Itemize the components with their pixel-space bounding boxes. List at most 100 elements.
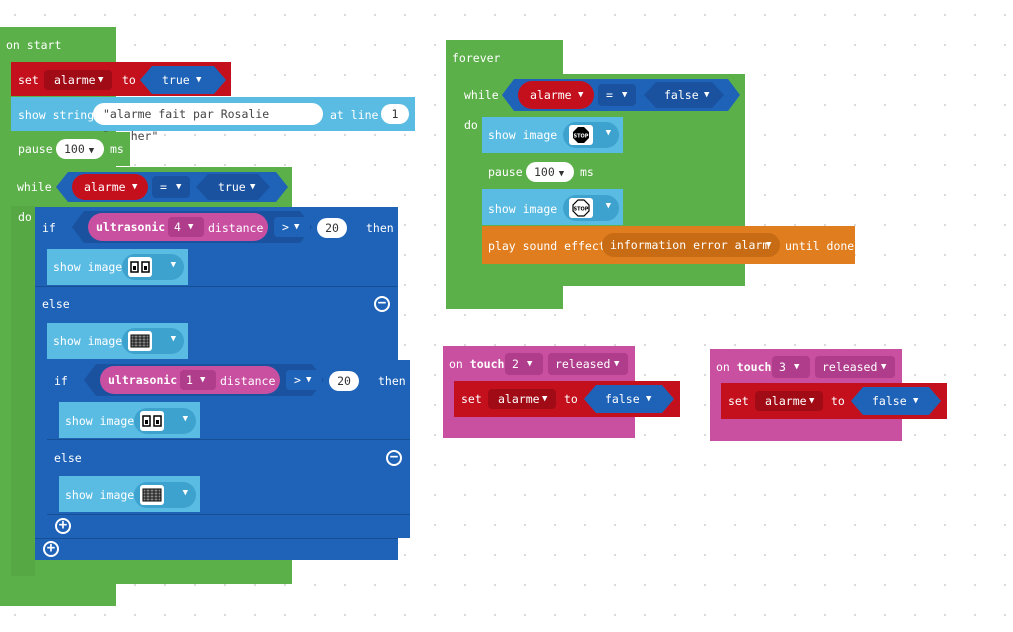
variable-name: alarme: [530, 88, 572, 102]
stop-sign-text: STOP: [574, 134, 589, 140]
chevron-down-icon: ▼: [605, 128, 611, 138]
remove-else-icon[interactable]: −: [374, 296, 390, 312]
on-touch-label: on touch: [449, 357, 504, 371]
line-number-input[interactable]: 1: [381, 104, 409, 124]
at-line-label: at line: [330, 108, 379, 122]
image-dropdown[interactable]: ▼: [122, 328, 184, 354]
on-start-label: on start: [6, 38, 62, 52]
event-dropdown[interactable]: released ▼: [815, 356, 895, 378]
pause-duration-dropdown[interactable]: 100▼: [526, 162, 574, 182]
pause-value: 100: [64, 142, 85, 156]
if-label: if: [42, 221, 56, 235]
if-label: if: [54, 374, 68, 388]
pin-dropdown[interactable]: 3 ▼: [772, 356, 810, 378]
alarme-variable[interactable]: alarme ▼: [518, 81, 594, 109]
chevron-down-icon: ▼: [794, 362, 800, 372]
boolean-value: true: [162, 73, 190, 87]
to-label: to: [122, 73, 136, 87]
on-label: on: [449, 357, 463, 371]
eyes-icon: [128, 257, 152, 277]
operator-dropdown[interactable]: > ▼: [274, 217, 310, 237]
boolean-false-dropdown[interactable]: false ▼: [851, 387, 941, 415]
pause-value: 100: [534, 165, 555, 179]
show-image-label: show image: [53, 334, 123, 348]
image-dropdown[interactable]: STOP ▼: [563, 195, 619, 221]
port-value: 1: [186, 373, 193, 387]
until-done-label: until done: [785, 239, 855, 253]
pin-value: 3: [779, 360, 786, 374]
variable-dropdown[interactable]: alarme ▼: [755, 391, 823, 411]
chevron-down-icon: ▼: [646, 394, 652, 404]
chevron-down-icon: ▼: [614, 359, 620, 369]
chevron-down-icon: ▼: [306, 375, 312, 385]
operator-value: >: [294, 373, 301, 387]
on-touch-label: on touch: [716, 360, 771, 374]
show-string-label: show string: [18, 108, 95, 122]
do-label: do: [464, 118, 478, 132]
image-dropdown[interactable]: STOP ▼: [563, 122, 619, 148]
image-dropdown[interactable]: ▼: [134, 408, 196, 434]
chevron-down-icon: ▼: [578, 90, 584, 100]
add-else-if-icon[interactable]: +: [55, 518, 71, 534]
touch-label: touch: [736, 360, 772, 374]
chevron-down-icon: ▼: [196, 75, 202, 85]
operator-dropdown[interactable]: > ▼: [286, 370, 322, 390]
boolean-false-dropdown[interactable]: false ▼: [644, 82, 724, 108]
forever-label: forever: [452, 51, 501, 65]
boolean-false-dropdown[interactable]: false ▼: [584, 385, 674, 413]
operator-value: >: [282, 220, 289, 234]
else-label: else: [54, 451, 82, 465]
touch-label: touch: [469, 357, 505, 371]
show-image-label: show image: [488, 128, 558, 142]
variable-dropdown[interactable]: alarme ▼: [44, 70, 112, 90]
show-image-label: show image: [53, 260, 123, 274]
sound-dropdown[interactable]: information error alarm ▼: [602, 233, 780, 257]
threshold-input[interactable]: 20: [329, 371, 359, 391]
variable-name: alarme: [84, 180, 126, 194]
chevron-down-icon: ▼: [294, 222, 300, 232]
remove-else-icon[interactable]: −: [386, 450, 402, 466]
add-else-if-icon[interactable]: +: [43, 541, 59, 557]
chevron-down-icon: ▼: [622, 90, 628, 100]
set-label: set: [18, 73, 39, 87]
chevron-down-icon: ▼: [132, 182, 138, 192]
seam-divider: [47, 514, 410, 515]
chevron-down-icon: ▼: [809, 396, 815, 406]
port-dropdown[interactable]: 4 ▼: [168, 217, 204, 237]
seam-divider: [35, 286, 398, 287]
pin-dropdown[interactable]: 2 ▼: [505, 353, 543, 375]
pin-value: 2: [512, 357, 519, 371]
eyes-icon: [140, 411, 164, 431]
while-label: while: [464, 88, 499, 102]
seam-divider: [35, 538, 398, 539]
boolean-true-dropdown[interactable]: true ▼: [196, 174, 270, 200]
variable-name: alarme: [765, 394, 807, 408]
alarme-variable[interactable]: alarme ▼: [72, 174, 148, 200]
threshold-input[interactable]: 20: [317, 218, 347, 238]
chevron-down-icon: ▼: [170, 334, 176, 344]
set-label: set: [461, 392, 482, 406]
boolean-value: true: [218, 180, 246, 194]
pause-label: pause: [488, 165, 523, 179]
port-dropdown[interactable]: 1 ▼: [180, 370, 216, 390]
variable-dropdown[interactable]: alarme ▼: [488, 389, 556, 409]
chevron-down-icon: ▼: [182, 488, 188, 498]
image-dropdown[interactable]: ▼: [122, 254, 184, 280]
event-dropdown[interactable]: released ▼: [548, 353, 628, 375]
variable-name: alarme: [498, 392, 540, 406]
event-value: released: [822, 360, 878, 374]
image-dropdown[interactable]: ▼: [134, 482, 196, 508]
stop-sign-icon: STOP: [569, 125, 593, 145]
operator-dropdown[interactable]: = ▼: [598, 84, 636, 106]
operator-value: =: [606, 88, 613, 102]
pause-duration-dropdown[interactable]: 100▼: [56, 139, 104, 159]
chevron-down-icon: ▼: [176, 182, 182, 192]
pause-unit: ms: [110, 142, 124, 156]
pause-label: pause: [18, 142, 53, 156]
boolean-true-dropdown[interactable]: true ▼: [140, 66, 226, 94]
operator-dropdown[interactable]: = ▼: [152, 176, 190, 198]
chevron-down-icon: ▼: [200, 375, 206, 385]
chevron-down-icon: ▼: [881, 362, 887, 372]
string-input[interactable]: "alarme fait par Rosalie Boucher": [93, 103, 323, 143]
sensor-name: ultrasonic: [108, 373, 178, 387]
